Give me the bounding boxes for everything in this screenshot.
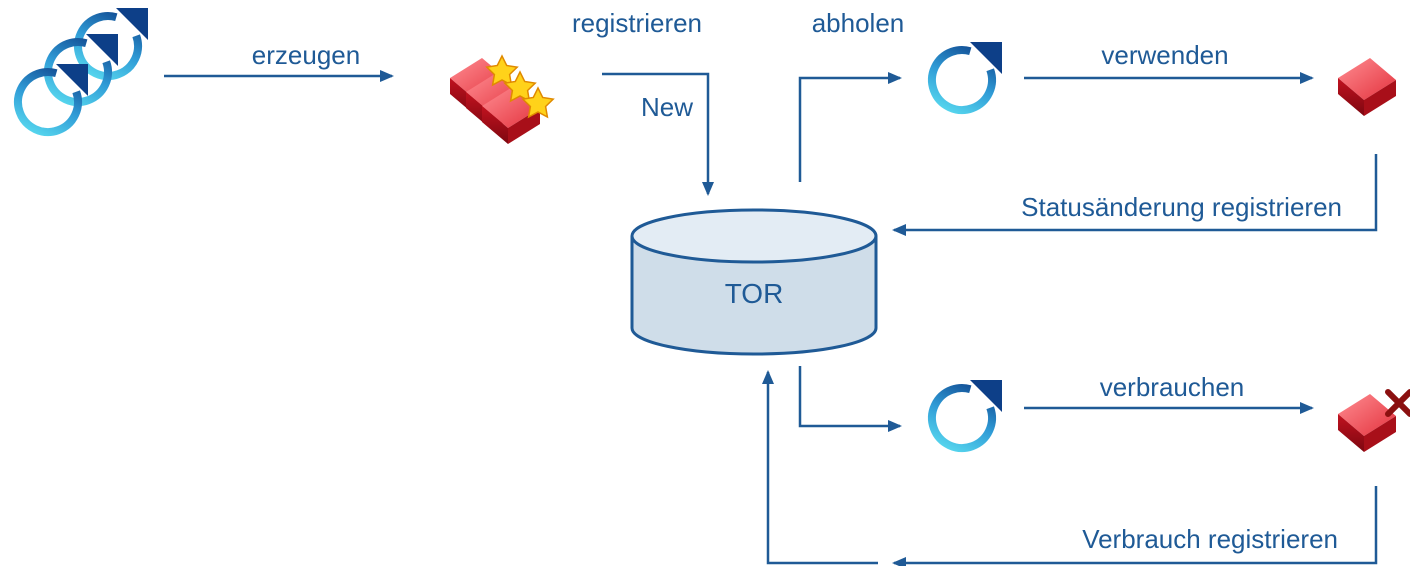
- refresh-icon-consume: [924, 380, 1002, 457]
- label-consume: verbrauchen: [1100, 372, 1245, 402]
- label-register: registrieren: [572, 8, 702, 38]
- arrow-register: [602, 72, 714, 196]
- connectors: [164, 70, 1378, 566]
- crossed-token-icon: [1338, 389, 1410, 452]
- label-new: New: [641, 92, 693, 122]
- tor-database: TOR: [630, 208, 878, 356]
- label-consumption-registered: Verbrauch registrieren: [1082, 524, 1338, 554]
- cross-icon: [1385, 389, 1410, 417]
- arrow-fetch-consume: [798, 366, 902, 432]
- label-use: verwenden: [1101, 40, 1228, 70]
- database-label: TOR: [725, 278, 784, 309]
- arrow-consumption-registered-bottom: [892, 486, 1378, 566]
- arrow-consumption-registered-up: [762, 370, 878, 565]
- arrow-status-change: [892, 154, 1378, 236]
- label-fetch: abholen: [812, 8, 905, 38]
- label-status-change: Statusänderung registrieren: [1021, 192, 1342, 222]
- multi-refresh-icon: [10, 8, 148, 141]
- arrow-fetch: [798, 72, 902, 182]
- red-token-icon: [1338, 58, 1396, 116]
- refresh-icon-use: [924, 42, 1002, 119]
- token-stack-with-stars-icon: [450, 55, 554, 144]
- label-create: erzeugen: [252, 40, 360, 70]
